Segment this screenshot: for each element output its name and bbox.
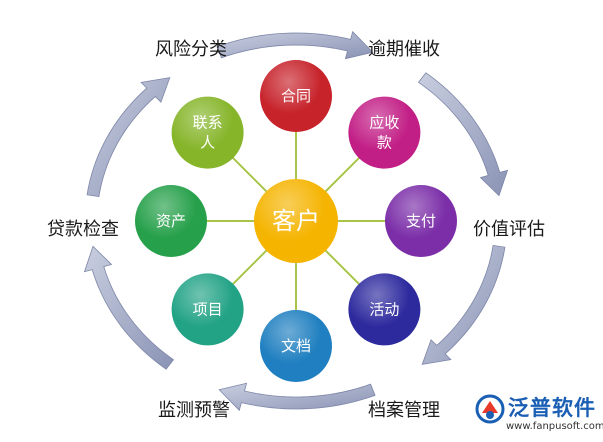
node-contact: 联系人 (171, 96, 244, 169)
step-monitoring-warning: 监测预警 (158, 400, 230, 421)
node-document-label: 文档 (281, 337, 311, 355)
center-node: 客户 (254, 179, 338, 263)
node-payment: 支付 (385, 185, 457, 257)
node-project-shine (171, 273, 244, 346)
node-asset-label: 资产 (156, 212, 186, 230)
step-risk-classification: 风险分类 (155, 39, 227, 60)
cycle-arrow-6 (86, 77, 171, 197)
node-contract-label: 合同 (281, 87, 311, 105)
node-contract: 合同 (260, 60, 332, 132)
step-loan-inspection: 贷款检查 (47, 219, 119, 240)
step-archive-management: 档案管理 (368, 400, 440, 421)
node-activity: 活动 (348, 273, 421, 346)
cycle-arrow-4 (218, 382, 376, 412)
node-receivable: 应收款 (348, 96, 421, 169)
node-asset-shine (135, 185, 207, 257)
cycle-arrow-5 (83, 245, 175, 370)
node-receivable-label: 款 (377, 134, 392, 152)
node-activity-label: 活动 (369, 300, 399, 318)
brand-logo: 泛普软件 www.fanpusoft.com (472, 391, 603, 439)
node-document: 文档 (260, 310, 332, 382)
node-contact-label: 联系 (193, 114, 223, 132)
cycle-arrows (83, 30, 509, 412)
logo-url: www.fanpusoft.com (506, 421, 603, 432)
node-receivable-label: 应收 (369, 114, 399, 132)
center-label: 客户 (272, 207, 320, 235)
node-contract-shine (260, 60, 332, 132)
logo-mark-icon (475, 394, 505, 424)
node-project: 项目 (171, 273, 244, 346)
cycle-arrow-2 (417, 72, 509, 197)
center-shine (254, 179, 338, 263)
node-receivable-shine (348, 96, 421, 169)
node-asset: 资产 (135, 185, 207, 257)
cycle-arrow-1 (216, 30, 374, 60)
step-value-assessment: 价值评估 (473, 219, 545, 240)
cycle-arrow-3 (421, 245, 506, 365)
node-document-shine (260, 310, 332, 382)
logo-name: 泛普软件 (508, 396, 596, 420)
node-contact-shine (171, 96, 244, 169)
node-payment-shine (385, 185, 457, 257)
step-overdue-collection: 逾期催收 (368, 39, 440, 60)
node-payment-label: 支付 (406, 212, 436, 230)
node-project-label: 项目 (193, 300, 223, 318)
node-activity-shine (348, 273, 421, 346)
node-contact-label: 人 (200, 134, 215, 152)
